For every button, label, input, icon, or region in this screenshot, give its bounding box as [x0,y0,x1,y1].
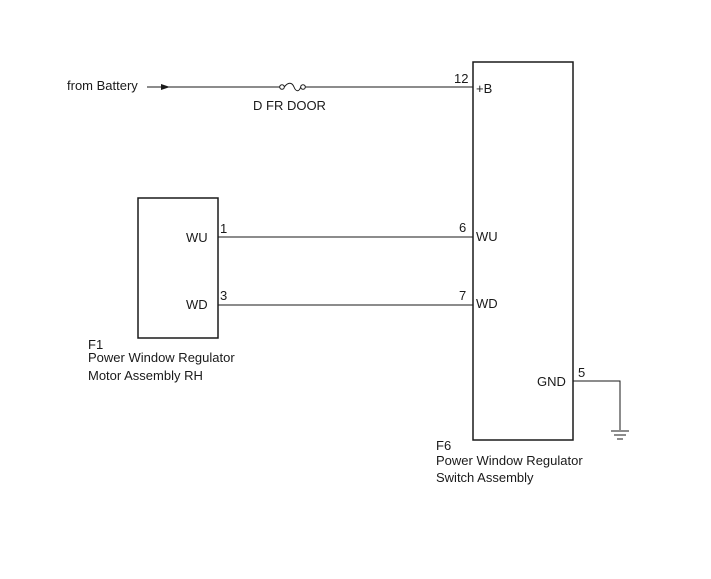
arrow-icon [161,84,170,90]
f6-pin-6: 6 [459,220,466,235]
fuse-icon [279,82,306,92]
f1-wu-label: WU [186,230,208,245]
f6-code: F6 [436,438,451,453]
f1-wd-label: WD [186,297,208,312]
f6-pin-5: 5 [578,365,585,380]
f1-name-line1: Power Window Regulator [88,350,235,365]
f6-name-line2: Switch Assembly [436,470,534,485]
f6-plusb-label: +B [476,81,492,96]
from-battery-label: from Battery [67,78,138,93]
f1-name-line2: Motor Assembly RH [88,368,203,383]
f1-box [137,197,219,339]
fuse-label: D FR DOOR [253,98,326,113]
f6-name-line1: Power Window Regulator [436,453,583,468]
f6-box [472,61,574,441]
f1-pin-3: 3 [220,288,227,303]
f6-wu-label: WU [476,229,498,244]
f1-code: F1 [88,337,103,352]
f6-pin-12: 12 [454,71,468,86]
f6-pin-7: 7 [459,288,466,303]
ground-icon [611,430,629,440]
f6-gnd-label: GND [537,374,566,389]
f6-wd-label: WD [476,296,498,311]
f1-pin-1: 1 [220,221,227,236]
ground-wire [573,380,621,430]
